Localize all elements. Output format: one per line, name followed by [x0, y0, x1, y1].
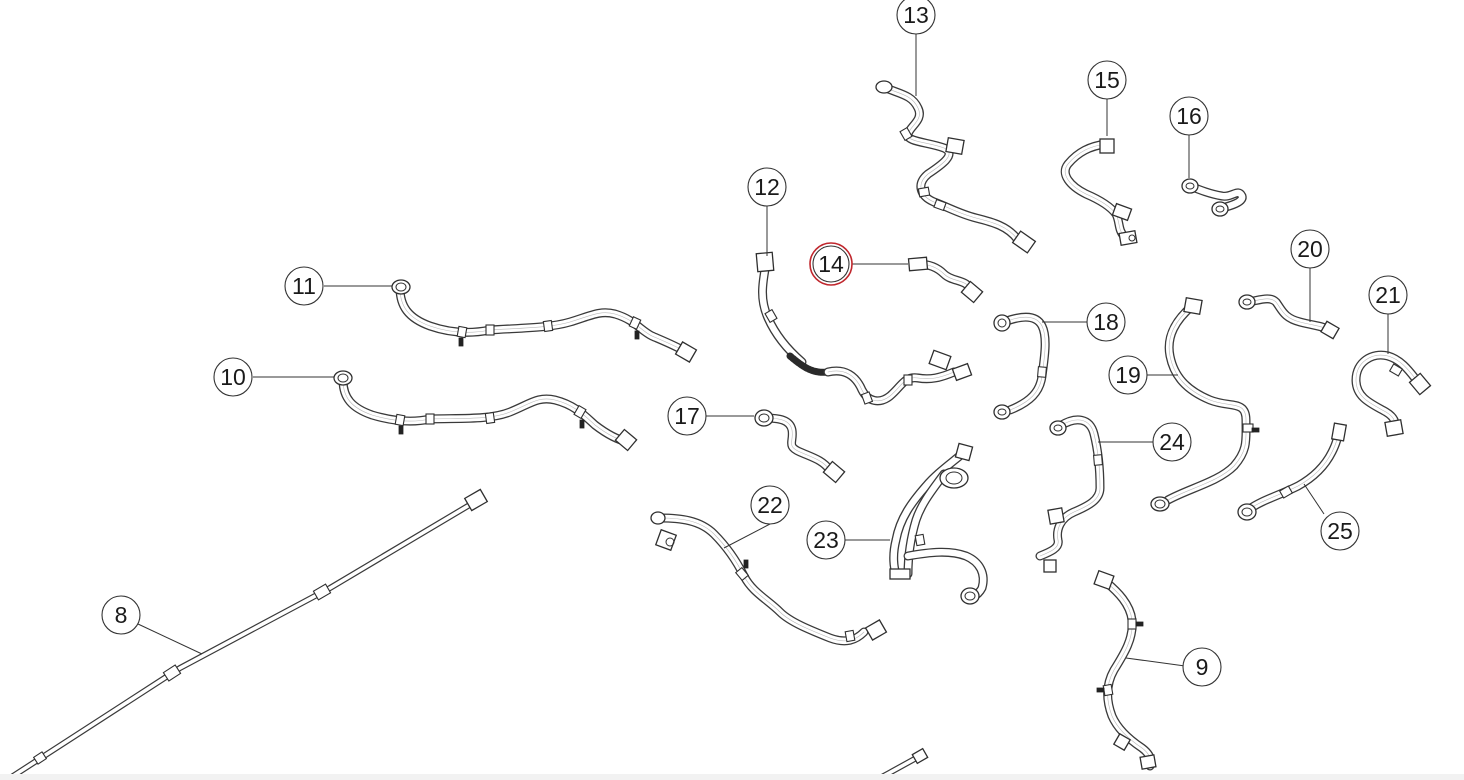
callout-25-label: 25 — [1327, 518, 1353, 544]
callout-23[interactable]: 23 — [806, 520, 846, 560]
part-14-hose[interactable] — [907, 256, 984, 304]
part-23-hose[interactable] — [889, 442, 988, 605]
part-21-hose[interactable] — [1351, 350, 1432, 438]
bottom-edge-strip — [0, 774, 1464, 780]
callout-8[interactable]: 8 — [101, 595, 141, 635]
part-20-hose[interactable] — [1238, 294, 1340, 340]
callout-24-label: 24 — [1159, 429, 1185, 455]
part-19-hose[interactable] — [1150, 296, 1260, 512]
callout-23-label: 23 — [813, 527, 839, 553]
callout-14[interactable]: 14 — [809, 242, 853, 286]
callout-17[interactable]: 17 — [667, 396, 707, 436]
callout-15[interactable]: 15 — [1087, 60, 1127, 100]
leader-lines — [137, 34, 1389, 667]
callout-16-label: 16 — [1176, 103, 1202, 129]
part-15-hose[interactable] — [1060, 138, 1138, 247]
part-9-hose[interactable] — [1093, 569, 1157, 771]
callout-10[interactable]: 10 — [213, 357, 253, 397]
part-13-hose[interactable] — [875, 80, 1037, 254]
callout-12-label: 12 — [754, 174, 780, 200]
callout-17-label: 17 — [674, 403, 700, 429]
callout-18-label: 18 — [1093, 309, 1119, 335]
part-24-hose[interactable] — [1035, 415, 1105, 573]
callout-10-label: 10 — [220, 364, 246, 390]
part-17-hose[interactable] — [754, 409, 846, 484]
callout-19[interactable]: 19 — [1108, 355, 1148, 395]
callout-8-label: 8 — [115, 602, 128, 628]
callout-22-label: 22 — [757, 492, 783, 518]
callout-22[interactable]: 22 — [750, 485, 790, 525]
callout-13[interactable]: 13 — [896, 0, 936, 35]
callout-13-label: 13 — [903, 2, 929, 28]
part-12-hose[interactable] — [755, 251, 973, 406]
callout-19-label: 19 — [1115, 362, 1141, 388]
callout-20[interactable]: 20 — [1290, 229, 1330, 269]
callout-11-label: 11 — [292, 273, 316, 299]
part-25-hose[interactable] — [1237, 422, 1348, 521]
callout-9[interactable]: 9 — [1182, 647, 1222, 687]
callout-24[interactable]: 24 — [1152, 422, 1192, 462]
callout-18[interactable]: 18 — [1086, 302, 1126, 342]
callout-12[interactable]: 12 — [747, 167, 787, 207]
callout-21-label: 21 — [1375, 282, 1401, 308]
callout-16[interactable]: 16 — [1169, 96, 1209, 136]
part-18-hose[interactable] — [993, 312, 1050, 420]
part-16-hose[interactable] — [1181, 178, 1247, 217]
callout-15-label: 15 — [1094, 67, 1120, 93]
callout-21[interactable]: 21 — [1368, 275, 1408, 315]
part-10-hose[interactable] — [333, 370, 638, 452]
callout-11[interactable]: 11 — [284, 266, 324, 306]
part-8-rod[interactable] — [7, 488, 489, 780]
callout-14-label: 14 — [818, 251, 844, 277]
callout-9-label: 9 — [1196, 654, 1209, 680]
part-22-hose[interactable] — [650, 511, 888, 646]
callout-25[interactable]: 25 — [1320, 511, 1360, 551]
callout-20-label: 20 — [1297, 236, 1323, 262]
part-11-hose[interactable] — [391, 279, 698, 363]
